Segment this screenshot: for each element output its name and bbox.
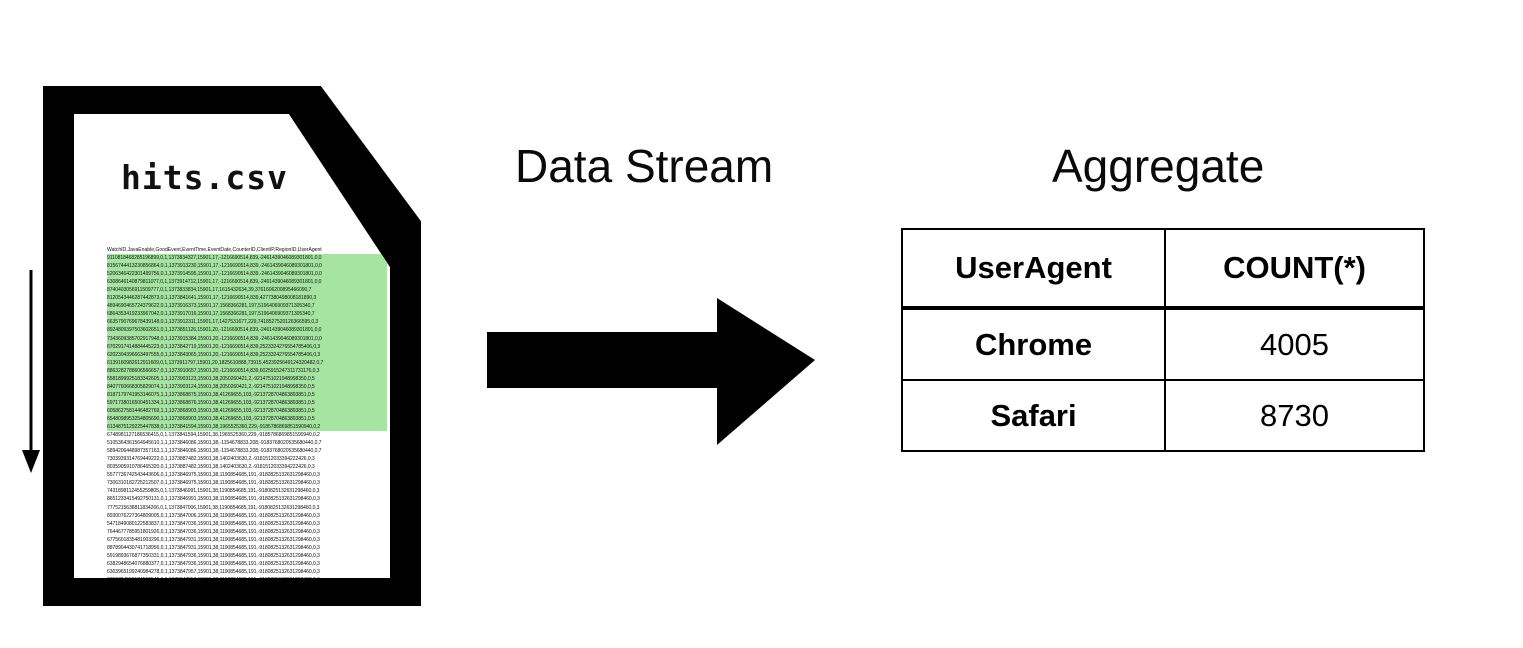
- csv-row-highlighted: 8407760668305829074,1,1,1373903124,15901…: [107, 382, 387, 391]
- csv-row-highlighted: 8156744413230856864,0,1,1373913230,15901…: [107, 262, 387, 271]
- csv-row: 7306310182725212507,0,1,1373846975,15901…: [107, 480, 320, 487]
- csv-row: 5919893676877350331,0,1,1373847936,15901…: [107, 552, 320, 559]
- csv-row: 8035905910786465320,0,1,1373887482,15901…: [107, 464, 315, 471]
- aggregate-label: Aggregate: [1052, 140, 1265, 192]
- csv-row: 8651233415492750131,0,1,1373846991,15901…: [107, 496, 320, 503]
- csv-row-highlighted: 8740403056911509777,0,1,1373833834,15901…: [107, 286, 387, 295]
- csv-row: 6382948654076880377,0,1,1373847936,15901…: [107, 560, 320, 567]
- cell-count: 4005: [1164, 307, 1425, 381]
- csv-row: 6303965199240984278,0,1,1373847957,15901…: [107, 568, 320, 575]
- csv-row-highlighted: 6308646140879811077,0,1,1373914712,15901…: [107, 278, 387, 287]
- table-header-row: UserAgent COUNT(*): [900, 228, 1425, 310]
- csv-row: 7644677785951801926,0,1,1373847036,15901…: [107, 528, 320, 535]
- csv-row-highlighted: 6864353419233967042,0,1,1373917016,15901…: [107, 310, 387, 319]
- file-name-label: hits.csv: [121, 158, 288, 197]
- csv-row: 7775215638811834266,0,1,1373847006,15901…: [107, 504, 320, 511]
- csv-row-highlighted: 6139160982612911609,0,1,1373911797,15901…: [107, 358, 387, 367]
- csv-row-highlighted: 8120543446287442873,0,1,1373841641,15901…: [107, 294, 387, 303]
- scan-direction-arrow-icon: [22, 270, 40, 473]
- right-arrow-icon: [487, 298, 815, 445]
- csv-row: 7930693463233639136,0,1,1373866944,15901…: [107, 617, 321, 624]
- csv-row-highlighted: 9110818468285196899,0,1,1373834327,15901…: [107, 254, 387, 263]
- column-header-useragent: UserAgent: [900, 228, 1167, 310]
- cell-count: 8730: [1164, 379, 1425, 452]
- file-page-surface: hits.csv WatchID,JavaEnable,GoodEvent,Ev…: [74, 114, 390, 578]
- csv-row: 8948892333003123502,0,1,1373848083,15901…: [107, 609, 320, 616]
- csv-row-highlighted: 8924809397503602651,0,1,1373851126,15901…: [107, 326, 387, 335]
- csv-file-icon: hits.csv WatchID,JavaEnable,GoodEvent,Ev…: [43, 86, 421, 606]
- csv-row-highlighted: 6702917414884445223,0,1,1373842719,15901…: [107, 342, 387, 351]
- csv-row: 5577736742543443606,0,1,1373846975,15901…: [107, 472, 320, 479]
- csv-row-highlighted: 5206346422301499756,0,1,1373914595,15901…: [107, 270, 387, 279]
- csv-row: 7303939314769449222,0,1,1373887482,15901…: [107, 456, 315, 463]
- csv-row-highlighted: 6548098953254805690,1,1,1373868903,15901…: [107, 414, 387, 424]
- csv-content-preview: WatchID,JavaEnable,GoodEvent,EventTime,E…: [107, 246, 387, 648]
- csv-row: 8760724589174569541,0,1,1373847957,15901…: [107, 576, 387, 578]
- csv-row: 5798540546801017521,1,1,1373875465,15901…: [107, 633, 321, 640]
- csv-row-highlighted: 6635790769678439148,0,1,1373912311,15901…: [107, 318, 387, 327]
- csv-row: 5471849080122583837,0,1,1373847036,15901…: [107, 520, 320, 527]
- csv-row: 8930076227364809005,0,1,1373847006,15901…: [107, 512, 320, 519]
- csv-row: 8304919690965126704,0,1,1373866944,15901…: [107, 625, 321, 632]
- csv-row-highlighted: 6202304396663497555,0,1,1373843065,15901…: [107, 350, 387, 359]
- csv-row: 5894206448987357163,1,1,1373846086,15901…: [107, 448, 322, 455]
- csv-row: 8878904430741718956,0,1,1373847931,15901…: [107, 544, 320, 551]
- data-stream-label: Data Stream: [515, 140, 774, 192]
- csv-row-highlighted: 6134875129225447838,0,1,1373841594,15901…: [107, 423, 387, 432]
- csv-row-highlighted: 6058627581446482769,1,1,1373868903,15901…: [107, 406, 387, 415]
- csv-row: 9142387834119691951,1,1,1373875465,15901…: [107, 641, 320, 648]
- csv-row-highlighted: 4894690465724379622,0,1,1373916373,15901…: [107, 302, 387, 311]
- csv-row: 6748981127186536415,0,1,1373841594,15901…: [107, 432, 320, 439]
- csv-row: 5105364361564945610,1,1,1373846086,15901…: [107, 440, 322, 447]
- csv-row: 7431898112455259805,0,1,1373846991,15901…: [107, 488, 320, 495]
- data-stream-arrow: [487, 298, 815, 448]
- csv-row-highlighted: 5581899925183342605,1,1,1373903123,15901…: [107, 374, 387, 383]
- cell-user-agent: Chrome: [900, 307, 1167, 381]
- scan-direction-arrow: [8, 268, 56, 480]
- csv-row-highlighted: 8187179741953146075,1,1,1373868875,15901…: [107, 390, 387, 399]
- csv-row: 6775601835481003296,0,1,1373847931,15901…: [107, 536, 320, 543]
- csv-row-highlighted: 5971738016500451334,1,1,1373868876,15901…: [107, 398, 387, 407]
- csv-row-highlighted: 8863282788606566657,0,1,1373910657,15901…: [107, 366, 387, 375]
- csv-header-line: WatchID,JavaEnable,GoodEvent,EventTime,E…: [107, 247, 322, 253]
- csv-row-highlighted: 7343609385702917948,0,1,1373915384,15901…: [107, 334, 387, 343]
- column-header-count: COUNT(*): [1164, 228, 1425, 310]
- cell-user-agent: Safari: [900, 379, 1167, 452]
